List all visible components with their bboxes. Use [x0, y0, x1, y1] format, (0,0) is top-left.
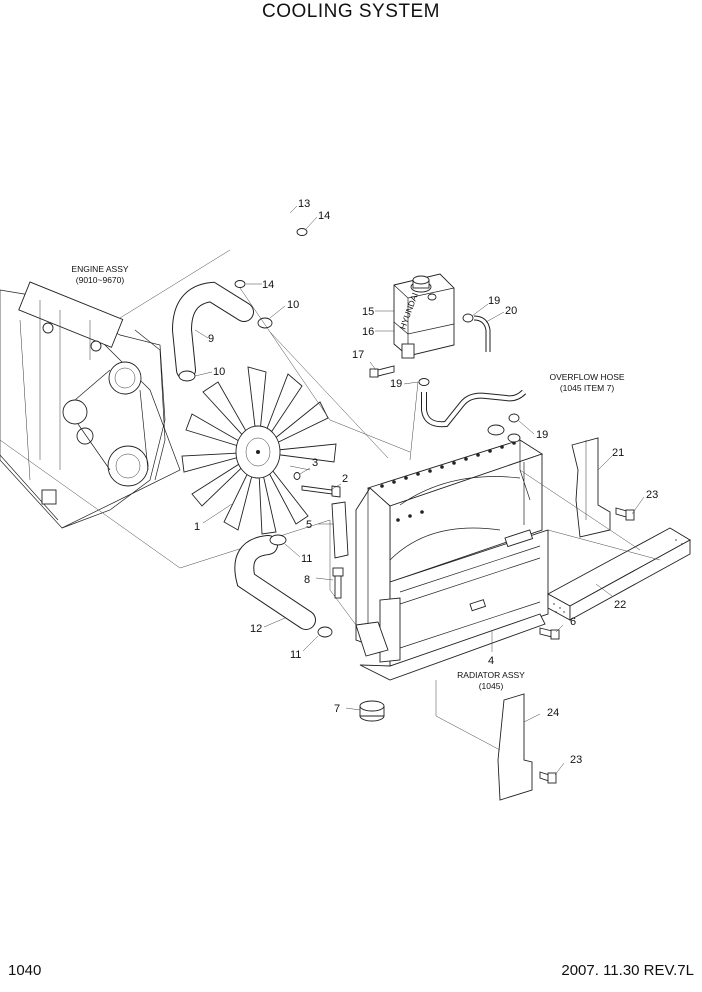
- callout-19-radiator: 19: [536, 429, 548, 441]
- bolt-6: [539, 627, 560, 640]
- callout-11-lower: 11: [290, 649, 301, 661]
- bolt-23-lower: [539, 771, 557, 784]
- guard-22: [547, 527, 691, 621]
- bolt-2: [301, 485, 341, 498]
- callout-19-top: 19: [488, 295, 500, 307]
- overflow-hose-ref: (1045 ITEM 7): [560, 383, 614, 393]
- rubber-mount-7: [359, 700, 385, 722]
- bolt-17: [369, 365, 395, 378]
- callout-11-upper: 11: [301, 553, 312, 565]
- radiator-assy-4: [355, 424, 549, 681]
- radiator-assy-label: RADIATOR ASSY: [457, 670, 525, 680]
- clamp-11-lower: [317, 626, 333, 638]
- callout-21: 21: [612, 447, 624, 459]
- engine-assy-range: (9010~9670): [76, 275, 125, 285]
- bracket-5: [331, 501, 349, 559]
- callout-10-upper: 10: [287, 299, 299, 311]
- clamp-19-radiator: [508, 413, 520, 423]
- revision-date: 2007. 11.30 REV.7L: [561, 962, 694, 979]
- cover-24: [497, 693, 533, 801]
- callout-14-upper: 14: [318, 210, 330, 222]
- engine-assy: [0, 249, 331, 569]
- bolt-8: [332, 567, 344, 599]
- bolt-23-upper: [615, 507, 635, 521]
- reservoir-tank-15: HYUNDAI: [393, 273, 455, 359]
- callout-20: 20: [505, 305, 517, 317]
- page-number: 1040: [8, 962, 42, 979]
- callout-14-lower: 14: [262, 279, 274, 291]
- callout-leaders: [194, 205, 645, 776]
- cover-21: [571, 437, 611, 538]
- clamp-10-upper: [257, 317, 273, 329]
- radiator-assy-ref: (1045): [479, 681, 504, 691]
- hose-12: [234, 534, 333, 638]
- callout-7: 7: [334, 703, 340, 715]
- callout-22: 22: [614, 599, 626, 611]
- hose-9: [171, 281, 273, 382]
- clamp-19-tank: [418, 378, 430, 386]
- callout-23-upper: 23: [646, 489, 658, 501]
- clamp-11-upper: [269, 534, 287, 546]
- callout-13: 13: [298, 198, 310, 210]
- leader-lines: [239, 287, 661, 751]
- fan-1: [181, 366, 337, 535]
- washer-3: [293, 472, 301, 480]
- upper-hose-13: [234, 208, 308, 288]
- callout-5: 5: [306, 519, 312, 531]
- clamp-10-lower: [178, 370, 196, 382]
- callout-9: 9: [208, 333, 214, 345]
- callout-19-tank: 19: [390, 378, 402, 390]
- callout-numbers: 1 2 3 4 5 6 7 8 9 10 10 11 11 12 13 14 1…: [194, 198, 658, 766]
- page-title: COOLING SYSTEM: [261, 1, 441, 22]
- callout-4: 4: [488, 655, 494, 667]
- callout-2: 2: [342, 473, 348, 485]
- callout-15: 15: [362, 306, 374, 318]
- callout-8: 8: [304, 574, 310, 586]
- callout-12: 12: [250, 623, 262, 635]
- callout-16: 16: [362, 326, 374, 338]
- clamp-14-lower: [234, 280, 246, 288]
- callout-10-lower: 10: [213, 366, 225, 378]
- clamp-14-upper: [296, 228, 308, 236]
- callout-1: 1: [194, 521, 200, 533]
- lower-bracket: [355, 621, 389, 657]
- overflow-hose-label: OVERFLOW HOSE: [549, 372, 624, 382]
- callout-24: 24: [547, 707, 559, 719]
- callout-6: 6: [570, 616, 576, 628]
- callout-17: 17: [352, 349, 364, 361]
- engine-assy-label: ENGINE ASSY: [71, 264, 128, 274]
- callout-23-lower: 23: [570, 754, 582, 766]
- clamp-19-top: [462, 313, 474, 323]
- callout-3: 3: [312, 457, 318, 469]
